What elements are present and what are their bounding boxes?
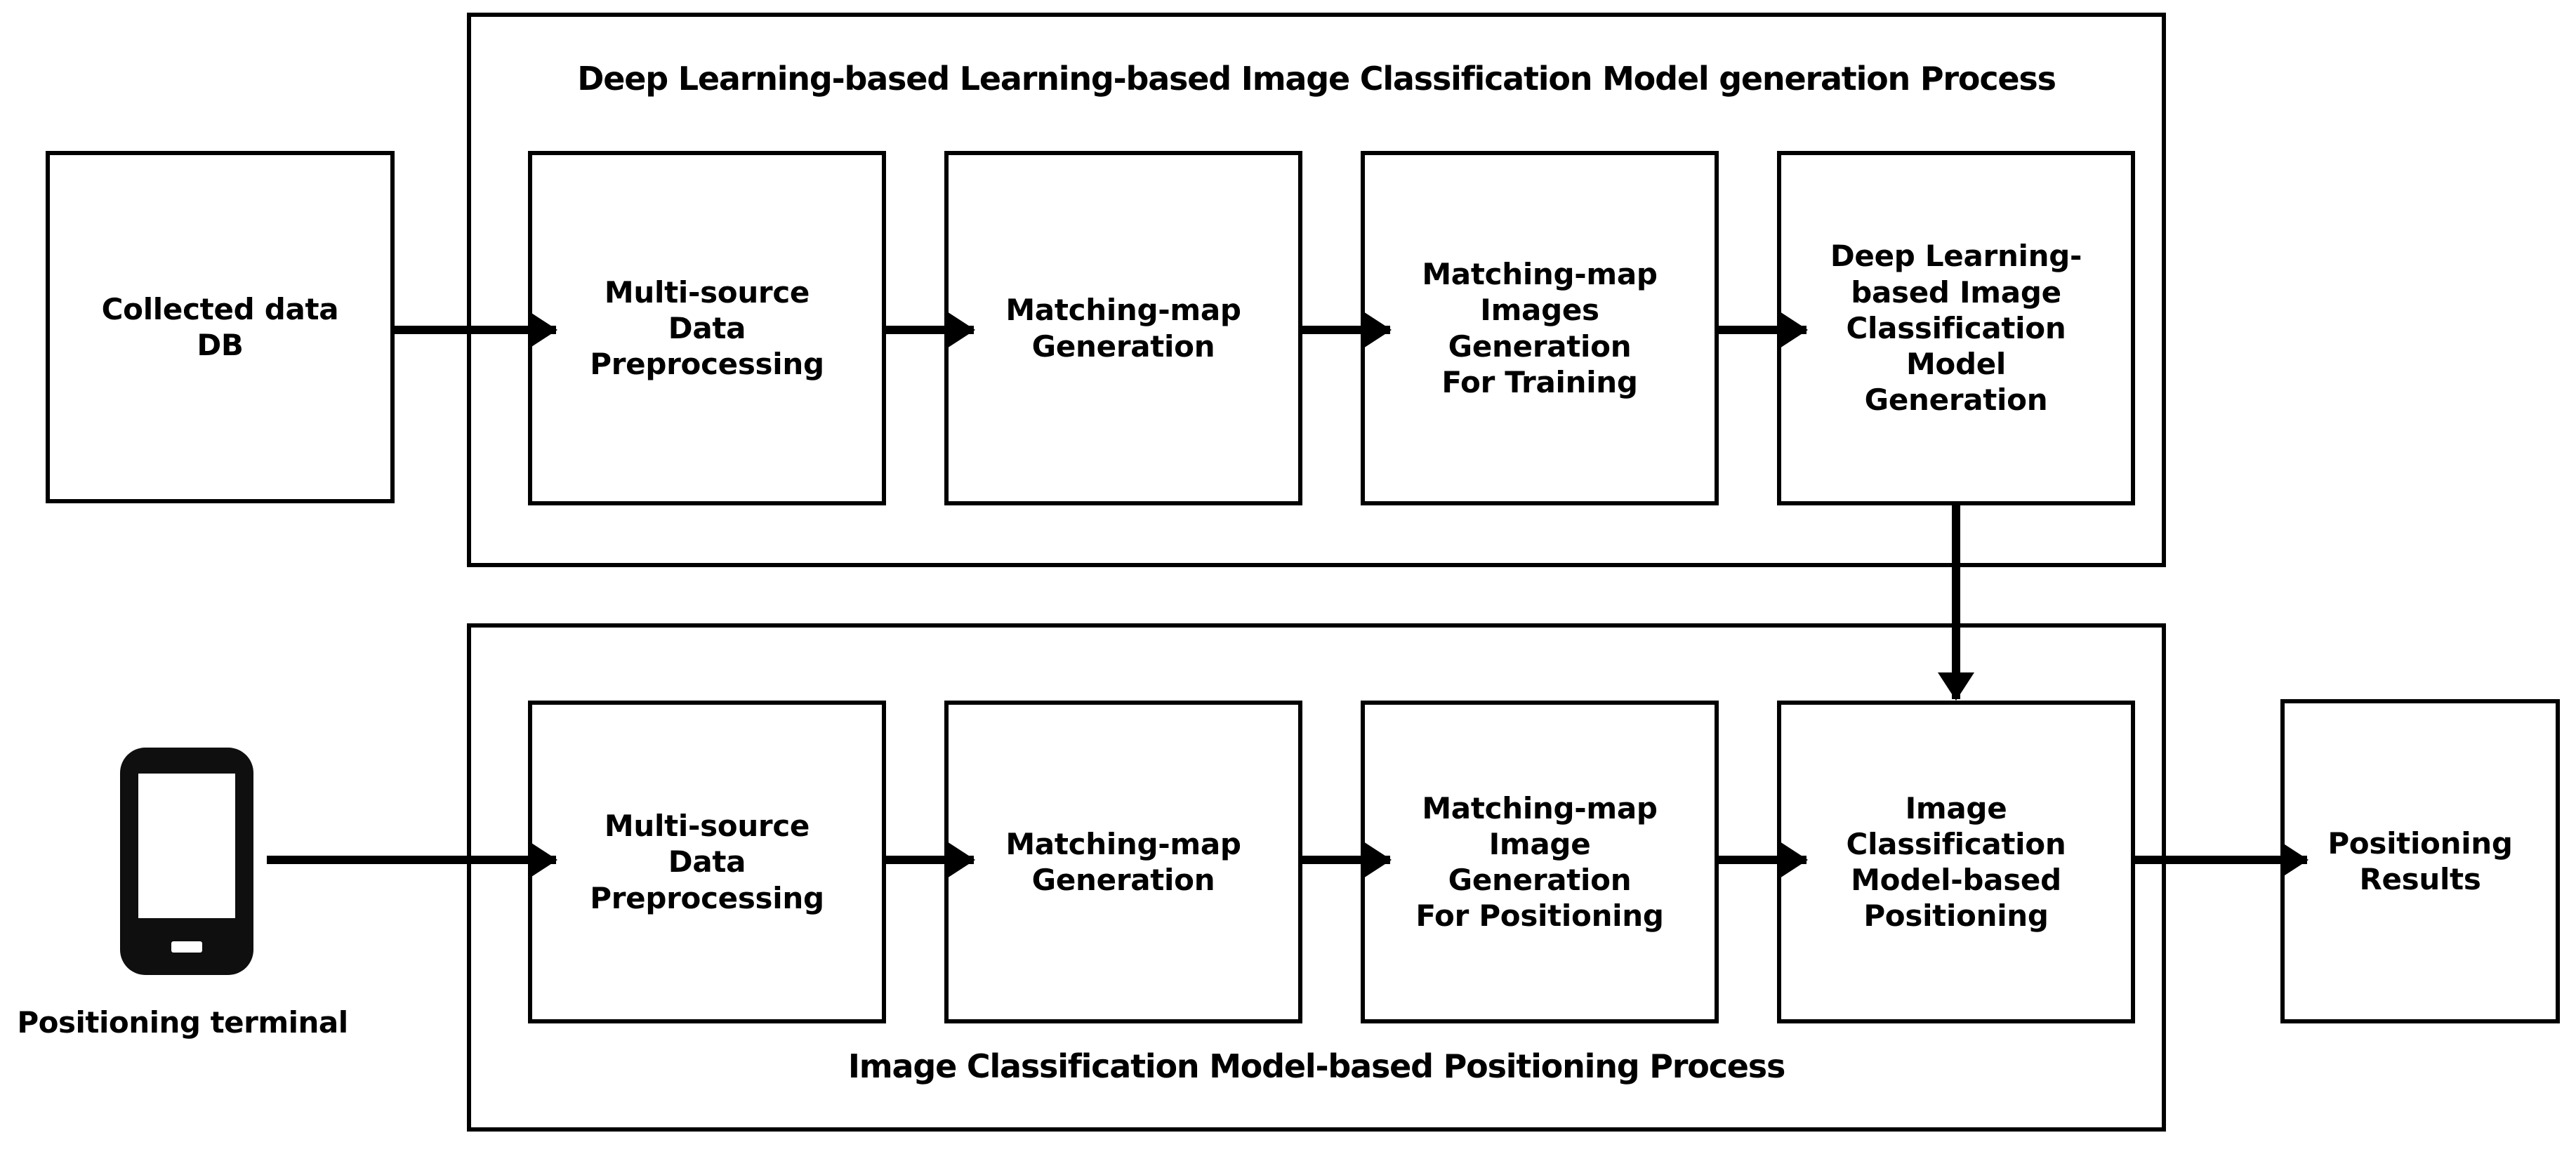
node-multi-source-data-preprocessing-2-label: Multi-source Data Preprocessing xyxy=(590,809,824,915)
node-image-classification-model-based-positioning-label: Image Classification Model-based Positio… xyxy=(1846,790,2066,934)
connector-classification-to-results xyxy=(2135,856,2307,864)
connector-matching-map-to-images-training xyxy=(1302,326,1390,334)
node-matching-map-generation-2[interactable]: Matching-map Generation xyxy=(944,701,1302,1023)
process-title-positioning: Image Classification Model-based Positio… xyxy=(847,1047,1785,1085)
node-matching-map-generation-label: Matching-map Generation xyxy=(1005,293,1241,364)
connector-db-to-preprocessing xyxy=(395,326,556,334)
connector-images-training-to-model-generation xyxy=(1719,326,1806,334)
node-multi-source-data-preprocessing-2[interactable]: Multi-source Data Preprocessing xyxy=(528,701,886,1023)
node-positioning-results[interactable]: Positioning Results xyxy=(2280,699,2560,1023)
node-deep-learning-model-generation[interactable]: Deep Learning- based Image Classificatio… xyxy=(1777,151,2135,505)
connector-matching-map2-to-image-positioning xyxy=(1302,856,1390,864)
connector-model-generation-to-positioning xyxy=(1952,504,1960,699)
connector-preprocessing-to-matching-map xyxy=(886,326,974,334)
smartphone-icon xyxy=(118,745,256,977)
node-deep-learning-model-generation-label: Deep Learning- based Image Classificatio… xyxy=(1830,239,2082,418)
node-matching-map-images-generation-for-training[interactable]: Matching-map Images Generation For Train… xyxy=(1361,151,1719,505)
node-matching-map-images-generation-for-training-label: Matching-map Images Generation For Train… xyxy=(1422,257,1658,399)
node-collected-data-db[interactable]: Collected data DB xyxy=(46,151,395,503)
node-matching-map-generation[interactable]: Matching-map Generation xyxy=(944,151,1302,505)
positioning-terminal-caption: Positioning terminal xyxy=(17,1005,348,1040)
node-collected-data-db-label: Collected data DB xyxy=(101,291,339,362)
node-positioning-results-label: Positioning Results xyxy=(2327,825,2513,896)
node-image-classification-model-based-positioning[interactable]: Image Classification Model-based Positio… xyxy=(1777,701,2135,1023)
connector-preprocessing2-to-matching-map2 xyxy=(886,856,974,864)
process-container-positioning xyxy=(467,623,2166,1132)
node-matching-map-image-generation-for-positioning-label: Matching-map Image Generation For Positi… xyxy=(1415,790,1664,934)
node-matching-map-image-generation-for-positioning[interactable]: Matching-map Image Generation For Positi… xyxy=(1361,701,1719,1023)
process-title-model-generation: Deep Learning-based Learning-based Image… xyxy=(577,60,2056,98)
connector-terminal-to-preprocessing xyxy=(267,856,556,864)
process-container-model-generation xyxy=(467,13,2166,567)
node-matching-map-generation-2-label: Matching-map Generation xyxy=(1005,826,1241,897)
connector-image-positioning-to-classification xyxy=(1719,856,1806,864)
node-multi-source-data-preprocessing-label: Multi-source Data Preprocessing xyxy=(590,274,824,382)
node-multi-source-data-preprocessing[interactable]: Multi-source Data Preprocessing xyxy=(528,151,886,505)
